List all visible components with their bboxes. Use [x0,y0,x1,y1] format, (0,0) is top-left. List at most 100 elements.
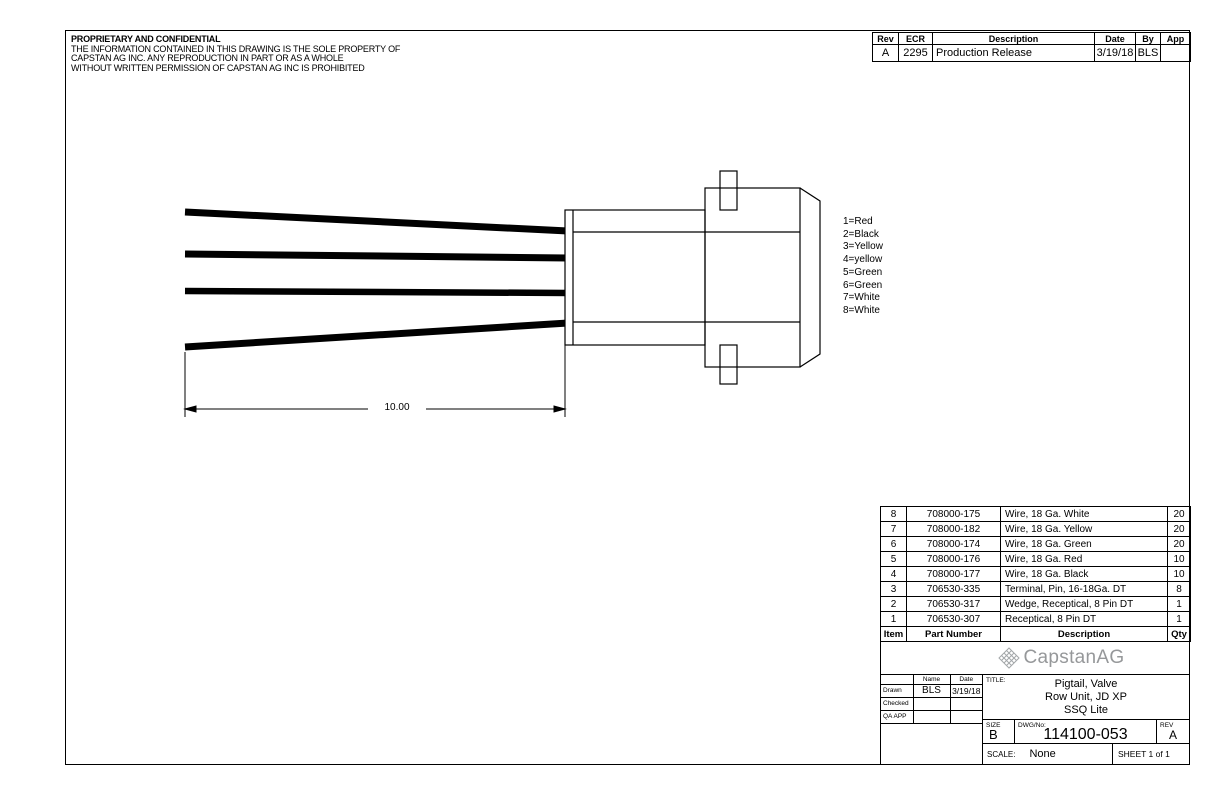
bom-part-number: 706530-307 [906,611,1001,627]
bom-part-number: 708000-176 [906,551,1001,567]
bom-part-number: 706530-335 [906,581,1001,597]
signature-row-drawn: Drawn BLS 3/19/18 [881,684,982,698]
bom-row: 1 706530-307 Receptical, 8 Pin DT 1 [880,611,1191,627]
title-label: TITLE: [986,677,1006,684]
bom-description: Wire, 18 Ga. Black [1000,566,1168,582]
wire-legend-item: 7=White [843,292,880,304]
bom-item: 8 [880,506,907,522]
bom-row: 4 708000-177 Wire, 18 Ga. Black 10 [880,566,1191,582]
wire-legend-item: 8=White [843,304,880,316]
wire-legend-item: 1=Red [843,216,873,227]
proprietary-notice: PROPRIETARY AND CONFIDENTIAL THE INFORMA… [71,34,400,73]
rev-cell-date: 3/19/18 [1094,44,1136,62]
drawing-title-line: SSQ Lite [1063,704,1109,716]
wire-legend-item: 6=Green [843,279,883,291]
bom-part-number: 706530-317 [906,596,1001,612]
title-cell: TITLE: Pigtail, Valve Row Unit, JD XP SS… [983,675,1189,720]
scale-cell: SCALE: None [983,744,1113,764]
bom-part-number: 708000-182 [906,521,1001,537]
signature-name: BLS [913,684,951,698]
scale-value: None [1029,748,1056,760]
signature-date: 3/19/18 [950,684,982,698]
bom-description: Wire, 18 Ga. Green [1000,536,1168,552]
bom-row: 3 706530-335 Terminal, Pin, 16-18Ga. DT … [880,581,1191,597]
bom-header-item: Item [880,626,907,642]
bom-qty: 10 [1167,566,1191,582]
wire-legend-item: 5=Green [843,266,883,278]
bom-item: 7 [880,521,907,537]
size-cell: SIZE B [983,720,1015,743]
revision-table: Rev ECR Description Date By App A 2295 P… [872,32,1191,62]
bom-description: Wire, 18 Ga. Yellow [1000,521,1168,537]
rev-cell-ecr: 2295 [898,44,933,62]
connector-housing [564,170,821,385]
wire-legend-item: 2=Black [843,228,879,240]
proprietary-title: PROPRIETARY AND CONFIDENTIAL [71,34,221,44]
bom-item: 6 [880,536,907,552]
signature-name [913,710,951,724]
bom-description: Wire, 18 Ga. White [1000,506,1168,522]
bom-qty: 1 [1167,596,1191,612]
size-dwg-rev-row: SIZE B DWG/No: 114100-053 REV A [983,720,1189,744]
bom-header-qty: Qty [1167,626,1191,642]
signature-header-blank [881,675,914,685]
signature-date [950,697,982,711]
bom-item: 3 [880,581,907,597]
bom-row: 7 708000-182 Wire, 18 Ga. Yellow 20 [880,521,1191,537]
bom-item: 5 [880,551,907,567]
bom-qty: 1 [1167,611,1191,627]
bom-qty: 20 [1167,536,1191,552]
signature-role: Drawn [881,684,914,698]
dimension-label: 10.00 [368,402,426,413]
bom-part-number: 708000-174 [906,536,1001,552]
signature-row-qa: QA APP [881,710,982,724]
signature-column: Name Date Drawn BLS 3/19/18 Checked [881,675,983,764]
capstan-logo: CapstanAG [997,647,1125,669]
dwg-label: DWG/No: [1018,722,1046,729]
signature-date [950,710,982,724]
signature-header-row: Name Date [881,675,982,685]
proprietary-line: WITHOUT WRITTEN PERMISSION OF CAPSTAN AG… [71,62,365,73]
dimension-lines [183,331,567,417]
signature-name [913,697,951,711]
bom-item: 1 [880,611,907,627]
title-column: TITLE: Pigtail, Valve Row Unit, JD XP SS… [983,675,1189,764]
signature-header-name: Name [913,675,951,685]
scale-label: SCALE: [987,749,1016,759]
sheet-cell: SHEET 1 of 1 [1113,744,1189,764]
bom-qty: 10 [1167,551,1191,567]
wire-legend-item: 4=yellow [843,254,883,266]
bom-part-number: 708000-177 [906,566,1001,582]
capstan-logo-icon [997,647,1020,669]
revision-row: A 2295 Production Release 3/19/18 BLS [872,44,1191,62]
drawing-title-line: Row Unit, JD XP [1045,691,1127,703]
bom-item: 4 [880,566,907,582]
logo-text: CapstanAG [1023,647,1125,668]
title-block: CapstanAG Name Date Drawn BLS 3/19/18 [880,641,1190,765]
title-block-body: Name Date Drawn BLS 3/19/18 Checked [881,675,1189,764]
bom-item: 2 [880,596,907,612]
signature-table: Name Date Drawn BLS 3/19/18 Checked [881,675,982,724]
bom-row: 5 708000-176 Wire, 18 Ga. Red 10 [880,551,1191,567]
bom-part-number: 708000-175 [906,506,1001,522]
dwg-number-cell: DWG/No: 114100-053 [1015,720,1157,743]
bom-description: Wire, 18 Ga. Red [1000,551,1168,567]
bom-qty: 8 [1167,581,1191,597]
signature-role: Checked [881,697,914,711]
rev-cell: REV A [1157,720,1189,743]
dwg-number-value: 114100-053 [1043,726,1128,743]
wire-legend-item: 3=Yellow [843,241,883,253]
bom-header-description: Description [1000,626,1168,642]
wire-legend: 1=Red 2=Black 3=Yellow 4=yellow 5=Green … [843,216,883,318]
bom-description: Receptical, 8 Pin DT [1000,611,1168,627]
rev-cell-description: Production Release [932,44,1095,62]
bom-qty: 20 [1167,506,1191,522]
signature-row-checked: Checked [881,697,982,711]
drawing-title-line: Pigtail, Valve [1054,678,1118,690]
rev-value: A [1168,728,1177,742]
logo-row: CapstanAG [881,642,1189,675]
bom-row: 6 708000-174 Wire, 18 Ga. Green 20 [880,536,1191,552]
sheet-label: SHEET 1 of 1 [1118,749,1170,759]
